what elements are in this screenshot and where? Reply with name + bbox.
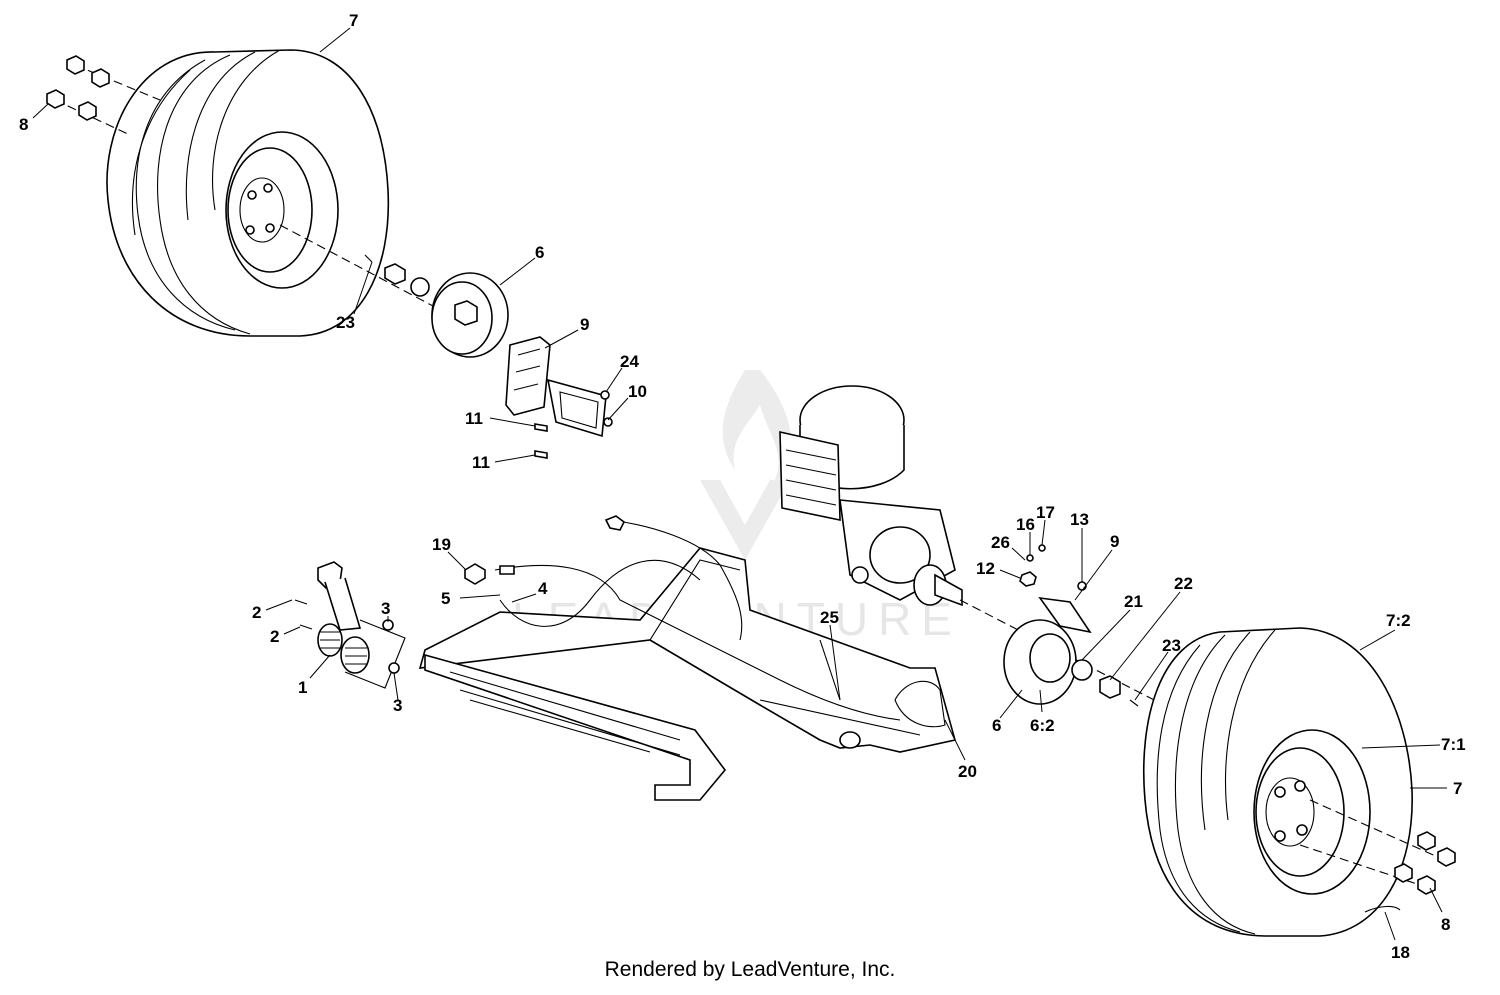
callout-8-right: 8 bbox=[1441, 915, 1450, 934]
callout-16: 16 bbox=[1016, 515, 1035, 534]
callout-26: 26 bbox=[991, 533, 1010, 552]
callout-6-left: 6 bbox=[535, 243, 544, 262]
callout-2-b: 2 bbox=[270, 627, 279, 646]
brake-caliper-left[interactable] bbox=[505, 336, 613, 459]
footer-credit: Rendered by LeadVenture, Inc. bbox=[604, 958, 896, 981]
callout-7-top: 7 bbox=[349, 11, 358, 30]
callout-7-right: 7 bbox=[1453, 779, 1462, 798]
callout-11-a: 11 bbox=[465, 409, 483, 428]
leader-lines bbox=[32, 27, 1447, 941]
right-wheel[interactable] bbox=[1142, 627, 1413, 937]
callout-7-2: 7:2 bbox=[1386, 611, 1411, 630]
callout-1: 1 bbox=[298, 678, 307, 697]
callout-7-1: 7:1 bbox=[1441, 735, 1466, 754]
callout-17: 17 bbox=[1036, 503, 1055, 522]
callout-20: 20 bbox=[958, 762, 977, 781]
callout-23-left: 23 bbox=[336, 313, 355, 332]
right-lug-nuts[interactable] bbox=[1299, 799, 1456, 913]
callout-6-right: 6 bbox=[992, 716, 1001, 735]
callout-3-b: 3 bbox=[393, 696, 402, 715]
callout-9-left: 9 bbox=[580, 315, 589, 334]
left-hub-assembly[interactable] bbox=[364, 254, 509, 358]
callout-11-b: 11 bbox=[472, 453, 490, 472]
wiring-harness[interactable] bbox=[464, 515, 901, 721]
callout-9-right: 9 bbox=[1110, 532, 1119, 551]
callout-19: 19 bbox=[432, 535, 451, 554]
callout-4: 4 bbox=[538, 579, 548, 598]
callout-22: 22 bbox=[1174, 574, 1193, 593]
transaxle-engine[interactable] bbox=[779, 385, 963, 607]
right-hub-assembly[interactable] bbox=[1003, 544, 1139, 707]
callout-2-a: 2 bbox=[252, 603, 261, 622]
callout-24: 24 bbox=[620, 352, 639, 371]
callout-10: 10 bbox=[628, 382, 647, 401]
callout-21: 21 bbox=[1124, 592, 1143, 611]
callout-5: 5 bbox=[441, 589, 450, 608]
left-lug-nuts[interactable] bbox=[46, 55, 161, 136]
callout-13: 13 bbox=[1070, 510, 1089, 529]
callout-labels: 7 8 6 23 9 24 10 11 11 19 5 4 2 2 3 3 1 … bbox=[19, 11, 1466, 962]
callout-6-2: 6:2 bbox=[1030, 716, 1055, 735]
callout-25: 25 bbox=[820, 608, 839, 627]
left-wheel[interactable] bbox=[106, 49, 390, 337]
callout-23-right: 23 bbox=[1162, 636, 1181, 655]
callout-8-left: 8 bbox=[19, 115, 28, 134]
callout-12: 12 bbox=[976, 559, 995, 578]
brake-spring-assembly[interactable] bbox=[294, 561, 406, 689]
callout-3-a: 3 bbox=[381, 599, 390, 618]
callout-18: 18 bbox=[1391, 943, 1410, 962]
